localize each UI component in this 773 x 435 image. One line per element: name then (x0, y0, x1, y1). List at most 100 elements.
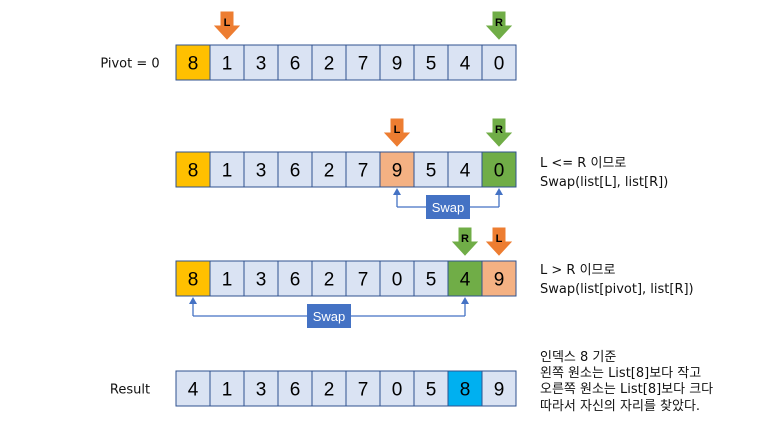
cell-value: 0 (392, 380, 403, 401)
pointer-label: R (461, 233, 469, 245)
cell-value: 1 (222, 54, 233, 75)
array-cell (243, 151, 279, 188)
row-label: Pivot = 0 (100, 57, 159, 72)
swap-connector: Swap (393, 188, 503, 219)
cell-value: 8 (188, 54, 199, 75)
right-pointer-arrow: R (485, 118, 513, 147)
swap-box (426, 195, 470, 219)
cell-value: 7 (358, 161, 369, 182)
array-cell (209, 151, 245, 188)
array-cell (481, 370, 517, 407)
cell-value: 3 (256, 380, 267, 401)
cell-value: 0 (494, 161, 505, 182)
note-line: Swap(list[L], list[R]) (540, 175, 668, 190)
cell-value: 4 (188, 380, 199, 401)
step-1: Pivot = 0 8 1 3 6 2 7 9 5 4 0 L R (100, 11, 517, 81)
cell-value: 4 (460, 161, 471, 182)
swap-connector: Swap (189, 297, 469, 328)
cell-value: 9 (392, 161, 403, 182)
cell-value: 6 (290, 161, 301, 182)
cell-value: 3 (256, 54, 267, 75)
cell-value: 5 (426, 54, 437, 75)
array-cell (345, 370, 381, 407)
cell-value: 1 (222, 161, 233, 182)
cell-value: 5 (426, 270, 437, 291)
swap-label: Swap (313, 309, 346, 324)
cell-value: 1 (222, 380, 233, 401)
left-pointer-arrow: L (383, 118, 411, 147)
cell-value: 2 (324, 161, 335, 182)
array-cell (243, 44, 279, 81)
array-cell (345, 151, 381, 188)
cell-value: 2 (324, 270, 335, 291)
array-cell (413, 370, 449, 407)
note-line: Swap(list[pivot], list[R]) (540, 282, 694, 297)
swap-box (307, 304, 351, 328)
step-3: 8 1 3 6 2 7 0 5 4 9 R L Swap L > R 이므로 Swap(list[pivot… (175, 227, 694, 328)
cell-value: 8 (460, 380, 471, 401)
array-cell (481, 44, 517, 81)
array-cell (379, 44, 415, 81)
right-pointer-arrow: R (485, 11, 513, 40)
cell-value: 6 (290, 270, 301, 291)
note-line: L <= R 이므로 (540, 156, 626, 171)
cell-value: 0 (392, 270, 403, 291)
note-line: 오른쪽 원소는 List[8]보다 크다 (540, 382, 713, 397)
cell-value: 3 (256, 270, 267, 291)
array-cell (447, 260, 483, 297)
array-cell (413, 260, 449, 297)
cell-value: 6 (290, 380, 301, 401)
left-pointer-arrow: L (213, 11, 241, 40)
array-cell (175, 370, 211, 407)
array-cell (345, 260, 381, 297)
array-cell (379, 151, 415, 188)
array-cell (413, 151, 449, 188)
array-cell (447, 151, 483, 188)
array-cell (311, 44, 347, 81)
cell-value: 7 (358, 380, 369, 401)
note-line: L > R 이므로 (540, 263, 615, 278)
cell-value: 6 (290, 54, 301, 75)
note-line: 인덱스 8 기준 (540, 350, 616, 365)
cell-value: 8 (188, 270, 199, 291)
cell-value: 8 (188, 161, 199, 182)
cell-value: 2 (324, 54, 335, 75)
cell-value: 9 (392, 54, 403, 75)
pointer-label: L (224, 17, 231, 29)
array-cell (379, 370, 415, 407)
right-pointer-arrow: R (451, 227, 479, 256)
array-cell (345, 44, 381, 81)
array-cell (481, 151, 517, 188)
array-cell (277, 260, 313, 297)
cell-value: 4 (460, 54, 471, 75)
left-pointer-arrow: L (485, 227, 513, 256)
array-cell (209, 370, 245, 407)
cell-value: 4 (460, 270, 471, 291)
array-cell (209, 44, 245, 81)
array-cell (243, 370, 279, 407)
cell-value: 9 (494, 380, 505, 401)
array-cell (413, 44, 449, 81)
pointer-label: L (394, 124, 401, 136)
cell-value: 5 (426, 161, 437, 182)
cell-value: 7 (358, 54, 369, 75)
array-cell (277, 151, 313, 188)
pointer-label: L (496, 233, 503, 245)
array-cell (175, 44, 211, 81)
pointer-label: R (495, 17, 503, 29)
cell-value: 0 (494, 54, 505, 75)
swap-label: Swap (432, 200, 465, 215)
array-cell (243, 260, 279, 297)
pointer-label: R (495, 124, 503, 136)
note-line: 왼쪽 원소는 List[8]보다 작고 (540, 366, 701, 381)
cell-value: 9 (494, 270, 505, 291)
cell-value: 1 (222, 270, 233, 291)
cell-value: 5 (426, 380, 437, 401)
array-cell (311, 370, 347, 407)
note-line: 따라서 자신의 자리를 찾았다. (540, 399, 700, 414)
cell-value: 2 (324, 380, 335, 401)
cell-value: 7 (358, 270, 369, 291)
